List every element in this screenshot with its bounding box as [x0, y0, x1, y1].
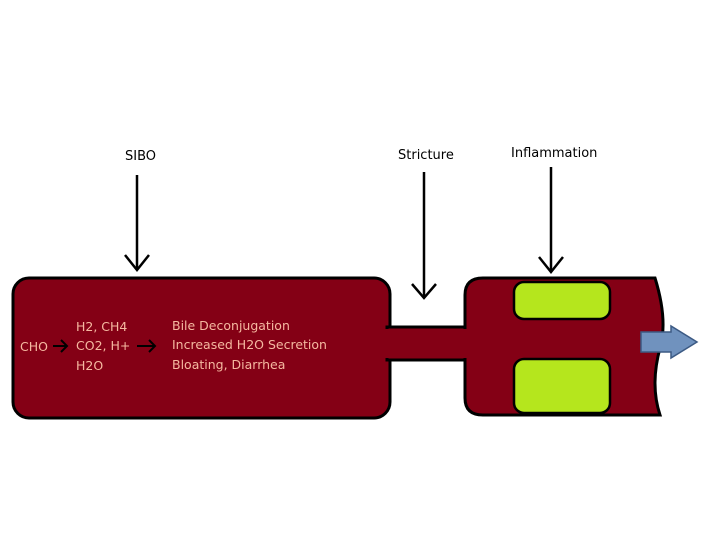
gas-line-2: CO2, H+: [76, 338, 130, 353]
sibo-label: SIBO: [125, 149, 156, 164]
inflammation-arrow: [538, 167, 564, 275]
stricture-arrow: [411, 172, 437, 300]
small-arrow-1: [53, 339, 69, 353]
exit-arrow-icon: [640, 324, 699, 360]
effect-line-1: Bile Deconjugation: [172, 318, 290, 333]
effect-line-2: Increased H2O Secretion: [172, 337, 327, 352]
stricture-label: Stricture: [398, 148, 454, 163]
inflammation-label: Inflammation: [511, 146, 597, 161]
small-arrow-2: [137, 339, 157, 353]
inflammation-lesion-top: [512, 280, 612, 321]
effect-line-3: Bloating, Diarrhea: [172, 357, 285, 372]
cho-text: CHO: [20, 339, 48, 354]
bowel-stricture-segment: [385, 325, 470, 362]
gas-line-1: H2, CH4: [76, 319, 127, 334]
gas-line-3: H2O: [76, 358, 103, 373]
sibo-arrow: [124, 175, 150, 273]
inflammation-lesion-bottom: [512, 357, 612, 415]
